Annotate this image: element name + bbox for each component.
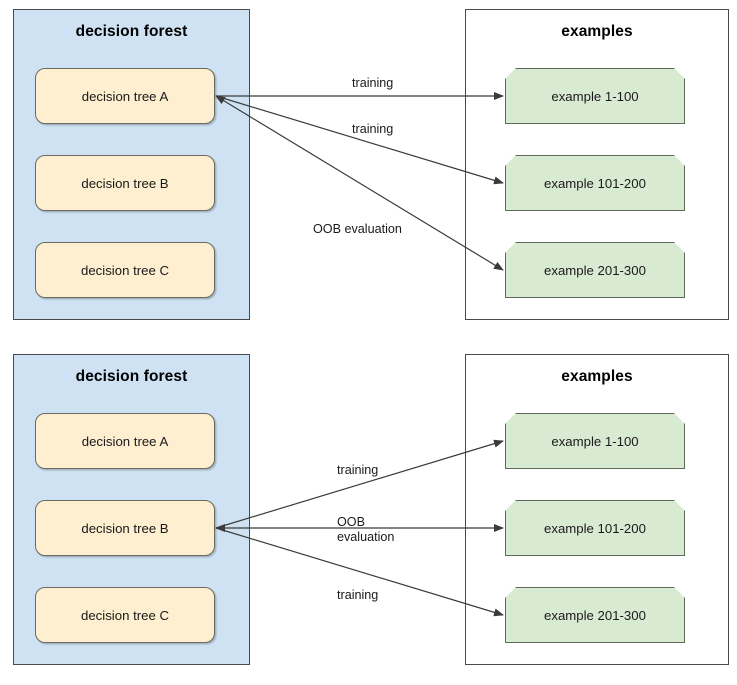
edge-label-oob-top: OOB evaluation [313, 222, 402, 236]
tree-node-b-bottom[interactable]: decision tree B [35, 500, 215, 556]
panel-bottom: decision forest examples decision tree A… [0, 345, 737, 685]
example-node-1-100-bottom[interactable]: example 1-100 [505, 413, 685, 469]
edge-label-training-2-bottom: training [337, 588, 379, 602]
forest-title-top: decision forest [75, 23, 188, 40]
example-node-201-300-bottom[interactable]: example 201-300 [505, 587, 685, 643]
example-node-101-200-bottom[interactable]: example 101-200 [505, 500, 685, 556]
tree-node-c-bottom[interactable]: decision tree C [35, 587, 215, 643]
examples-title-top: examples [561, 23, 633, 40]
forest-title-bottom: decision forest [75, 368, 188, 385]
edge-label-training-1-bottom: training [337, 463, 379, 477]
edge-a-to-101-200 [215, 95, 504, 185]
tree-node-a-top[interactable]: decision tree A [35, 68, 215, 124]
example-node-1-100-top[interactable]: example 1-100 [505, 68, 685, 124]
tree-node-a-bottom[interactable]: decision tree A [35, 413, 215, 469]
example-node-201-300-top[interactable]: example 201-300 [505, 242, 685, 298]
examples-title-bottom: examples [561, 368, 633, 385]
tree-node-b-top[interactable]: decision tree B [35, 155, 215, 211]
example-node-101-200-top[interactable]: example 101-200 [505, 155, 685, 211]
panel-top: decision forest examples decision tree A… [0, 0, 737, 340]
edge-label-oob-line-2: evaluation [337, 530, 395, 544]
edge-label-training-1-top: training [352, 76, 394, 90]
edge-label-oob-line-1: OOB [337, 515, 365, 529]
tree-node-c-top[interactable]: decision tree C [35, 242, 215, 298]
edge-label-training-2-top: training [352, 122, 394, 136]
